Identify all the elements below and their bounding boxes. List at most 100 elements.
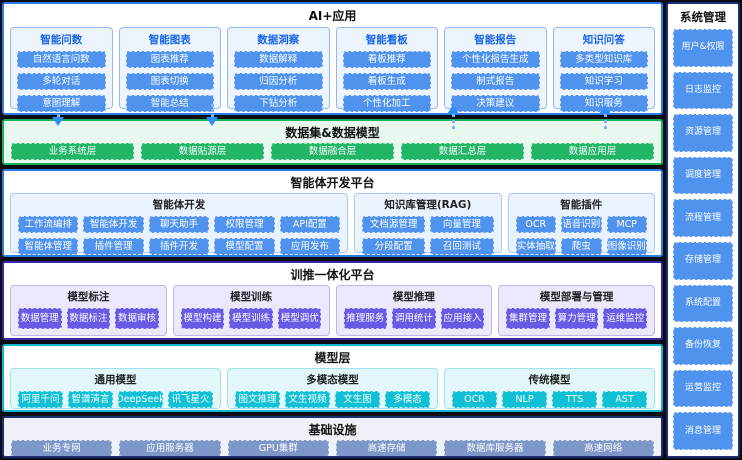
feature-chip: 图文推理: [235, 391, 280, 408]
sidebar-chip: 存储管理: [673, 241, 733, 280]
section-infrastructure-title: 基础设施: [308, 423, 357, 437]
flow-arrow-down-icon: [205, 104, 219, 126]
section-data-layer: 数据集&数据模型 业务系统层数据贴源层数据融合层数据汇总层数据应用层: [2, 119, 663, 165]
sidebar-items: 用户&权限日志监控资源管理调度管理流程管理存储管理系统配置备份恢复运营监控消息管…: [668, 29, 738, 456]
section-training-platform-title: 训推一体化平台: [290, 268, 375, 282]
feature-chip: 数据管理: [18, 308, 62, 329]
group-rag: 知识库管理(RAG) 文档源管理向量管理分段配置召回测试: [354, 193, 502, 255]
feature-chip: 下钻分析: [234, 95, 323, 112]
group-title: 多模态模型: [306, 374, 359, 386]
section-model-layer-title: 模型层: [314, 351, 351, 365]
data-layer-chip: 数据应用层: [531, 143, 654, 160]
flow-arrow-up-icon: [446, 105, 460, 129]
arrow-head: [52, 117, 64, 126]
feature-chip: 权限管理: [214, 216, 275, 233]
arrow-head: [599, 105, 611, 114]
feature-chip: 归因分析: [234, 73, 323, 90]
feature-chip: 智能体管理: [18, 238, 79, 255]
feature-chip: 个性化报告生成: [451, 51, 540, 68]
infrastructure-chip: GPU集群: [227, 440, 329, 456]
sidebar-chip: 备份恢复: [673, 327, 733, 365]
feature-chip: 实体抽取: [515, 238, 557, 255]
feature-chip: 阿里千问: [18, 391, 63, 408]
group-model-training: 模型训练 模型构建模型训练模型调优: [172, 285, 330, 336]
group-title: 通用模型: [94, 374, 137, 386]
data-layer-chip: 业务系统层: [11, 143, 134, 160]
sidebar-title: 系统管理: [680, 10, 726, 24]
column-title: 智能看板: [365, 34, 408, 46]
group-items: 集群管理算力管理运维监控: [506, 308, 647, 329]
group-title: 知识库管理(RAG): [384, 199, 472, 211]
feature-chip: 图表切换: [125, 73, 214, 90]
column-items: 个性化报告生成制式报告决策建议: [451, 51, 540, 112]
group-items: 文档源管理向量管理分段配置召回测试: [362, 216, 494, 255]
group-model-annotation: 模型标注 数据管理数据标注数据审核: [10, 285, 167, 336]
column-smart-dashboard: 智能看板 看板推荐看板生成个性化加工: [335, 27, 438, 112]
feature-chip: OCR: [515, 216, 557, 233]
feature-chip: 知识学习: [559, 73, 648, 90]
feature-chip: 图表推荐: [125, 51, 214, 68]
flow-arrow-up-icon: [598, 105, 612, 129]
feature-chip: 看板生成: [342, 73, 431, 90]
feature-chip: 制式报告: [451, 73, 540, 90]
arrow-head: [447, 105, 459, 114]
feature-chip: 聊天助手: [148, 216, 210, 233]
sidebar-chip: 系统配置: [673, 284, 733, 323]
arrow-tail: [56, 104, 60, 117]
feature-chip: 文生图: [335, 391, 380, 408]
section-agent-platform-title: 智能体开发平台: [290, 176, 375, 190]
column-title: 智能报告: [474, 34, 517, 46]
feature-chip: 多类型知识库: [559, 51, 648, 68]
sidebar-chip: 日志监控: [673, 71, 733, 110]
column-items: 看板推荐看板生成个性化加工: [342, 51, 431, 112]
sidebar-chip: 用户&权限: [673, 29, 733, 67]
feature-chip: 向量管理: [430, 216, 494, 233]
column-smart-report: 智能报告 个性化报告生成制式报告决策建议: [444, 27, 547, 112]
feature-chip: 自然语言问数: [17, 51, 106, 68]
infrastructure-chip: 数据库服务器: [444, 440, 546, 456]
feature-chip: TTS: [552, 391, 597, 408]
sidebar-system-management: 系统管理 用户&权限日志监控资源管理调度管理流程管理存储管理系统配置备份恢复运营…: [666, 2, 740, 458]
feature-chip: 数据解释: [234, 51, 323, 68]
sidebar-chip: 消息管理: [673, 412, 733, 450]
column-title: 数据洞察: [257, 34, 300, 46]
infrastructure-chip: 业务专网: [11, 440, 113, 456]
column-title: 知识问答: [582, 34, 625, 46]
group-items: 推理服务调用统计应用接入: [343, 308, 485, 329]
group-model-deployment: 模型部署与管理 集群管理算力管理运维监控: [498, 285, 655, 336]
feature-chip: 数据标注: [66, 308, 111, 329]
group-title: 传统模型: [528, 374, 571, 386]
feature-chip: 意图理解: [17, 95, 106, 112]
feature-chip: 推理服务: [343, 308, 388, 329]
section-ai-apps: AI+应用 智能问数 自然语言问数多轮对话意图理解 智能图表 图表推荐图表切换智…: [2, 2, 663, 115]
infrastructure-chip: 应用服务器: [119, 440, 221, 456]
arrow-tail: [210, 104, 214, 117]
section-data-layer-title: 数据集&数据模型: [285, 126, 380, 140]
feature-chip: 智谱清言: [68, 391, 113, 408]
feature-chip: OCR: [452, 391, 497, 408]
group-title: 模型部署与管理: [539, 291, 614, 303]
feature-chip: 应用发布: [279, 238, 341, 255]
feature-chip: 工作流编排: [18, 216, 79, 233]
group-multimodal-models: 多模态模型 图文推理文生视频文生图多模态: [227, 368, 438, 409]
feature-chip: API配置: [279, 216, 341, 233]
feature-chip: 模型配置: [214, 238, 275, 255]
flow-arrow-down-icon: [51, 104, 65, 126]
training-platform-groups: 模型标注 数据管理数据标注数据审核 模型训练 模型构建模型训练模型调优 模型推理…: [4, 285, 661, 338]
feature-chip: 个性化加工: [342, 95, 431, 112]
column-knowledge-qa: 知识问答 多类型知识库知识学习知识服务: [552, 27, 655, 112]
group-title: 智能体开发: [152, 199, 206, 211]
feature-chip: 多模态: [385, 391, 430, 408]
